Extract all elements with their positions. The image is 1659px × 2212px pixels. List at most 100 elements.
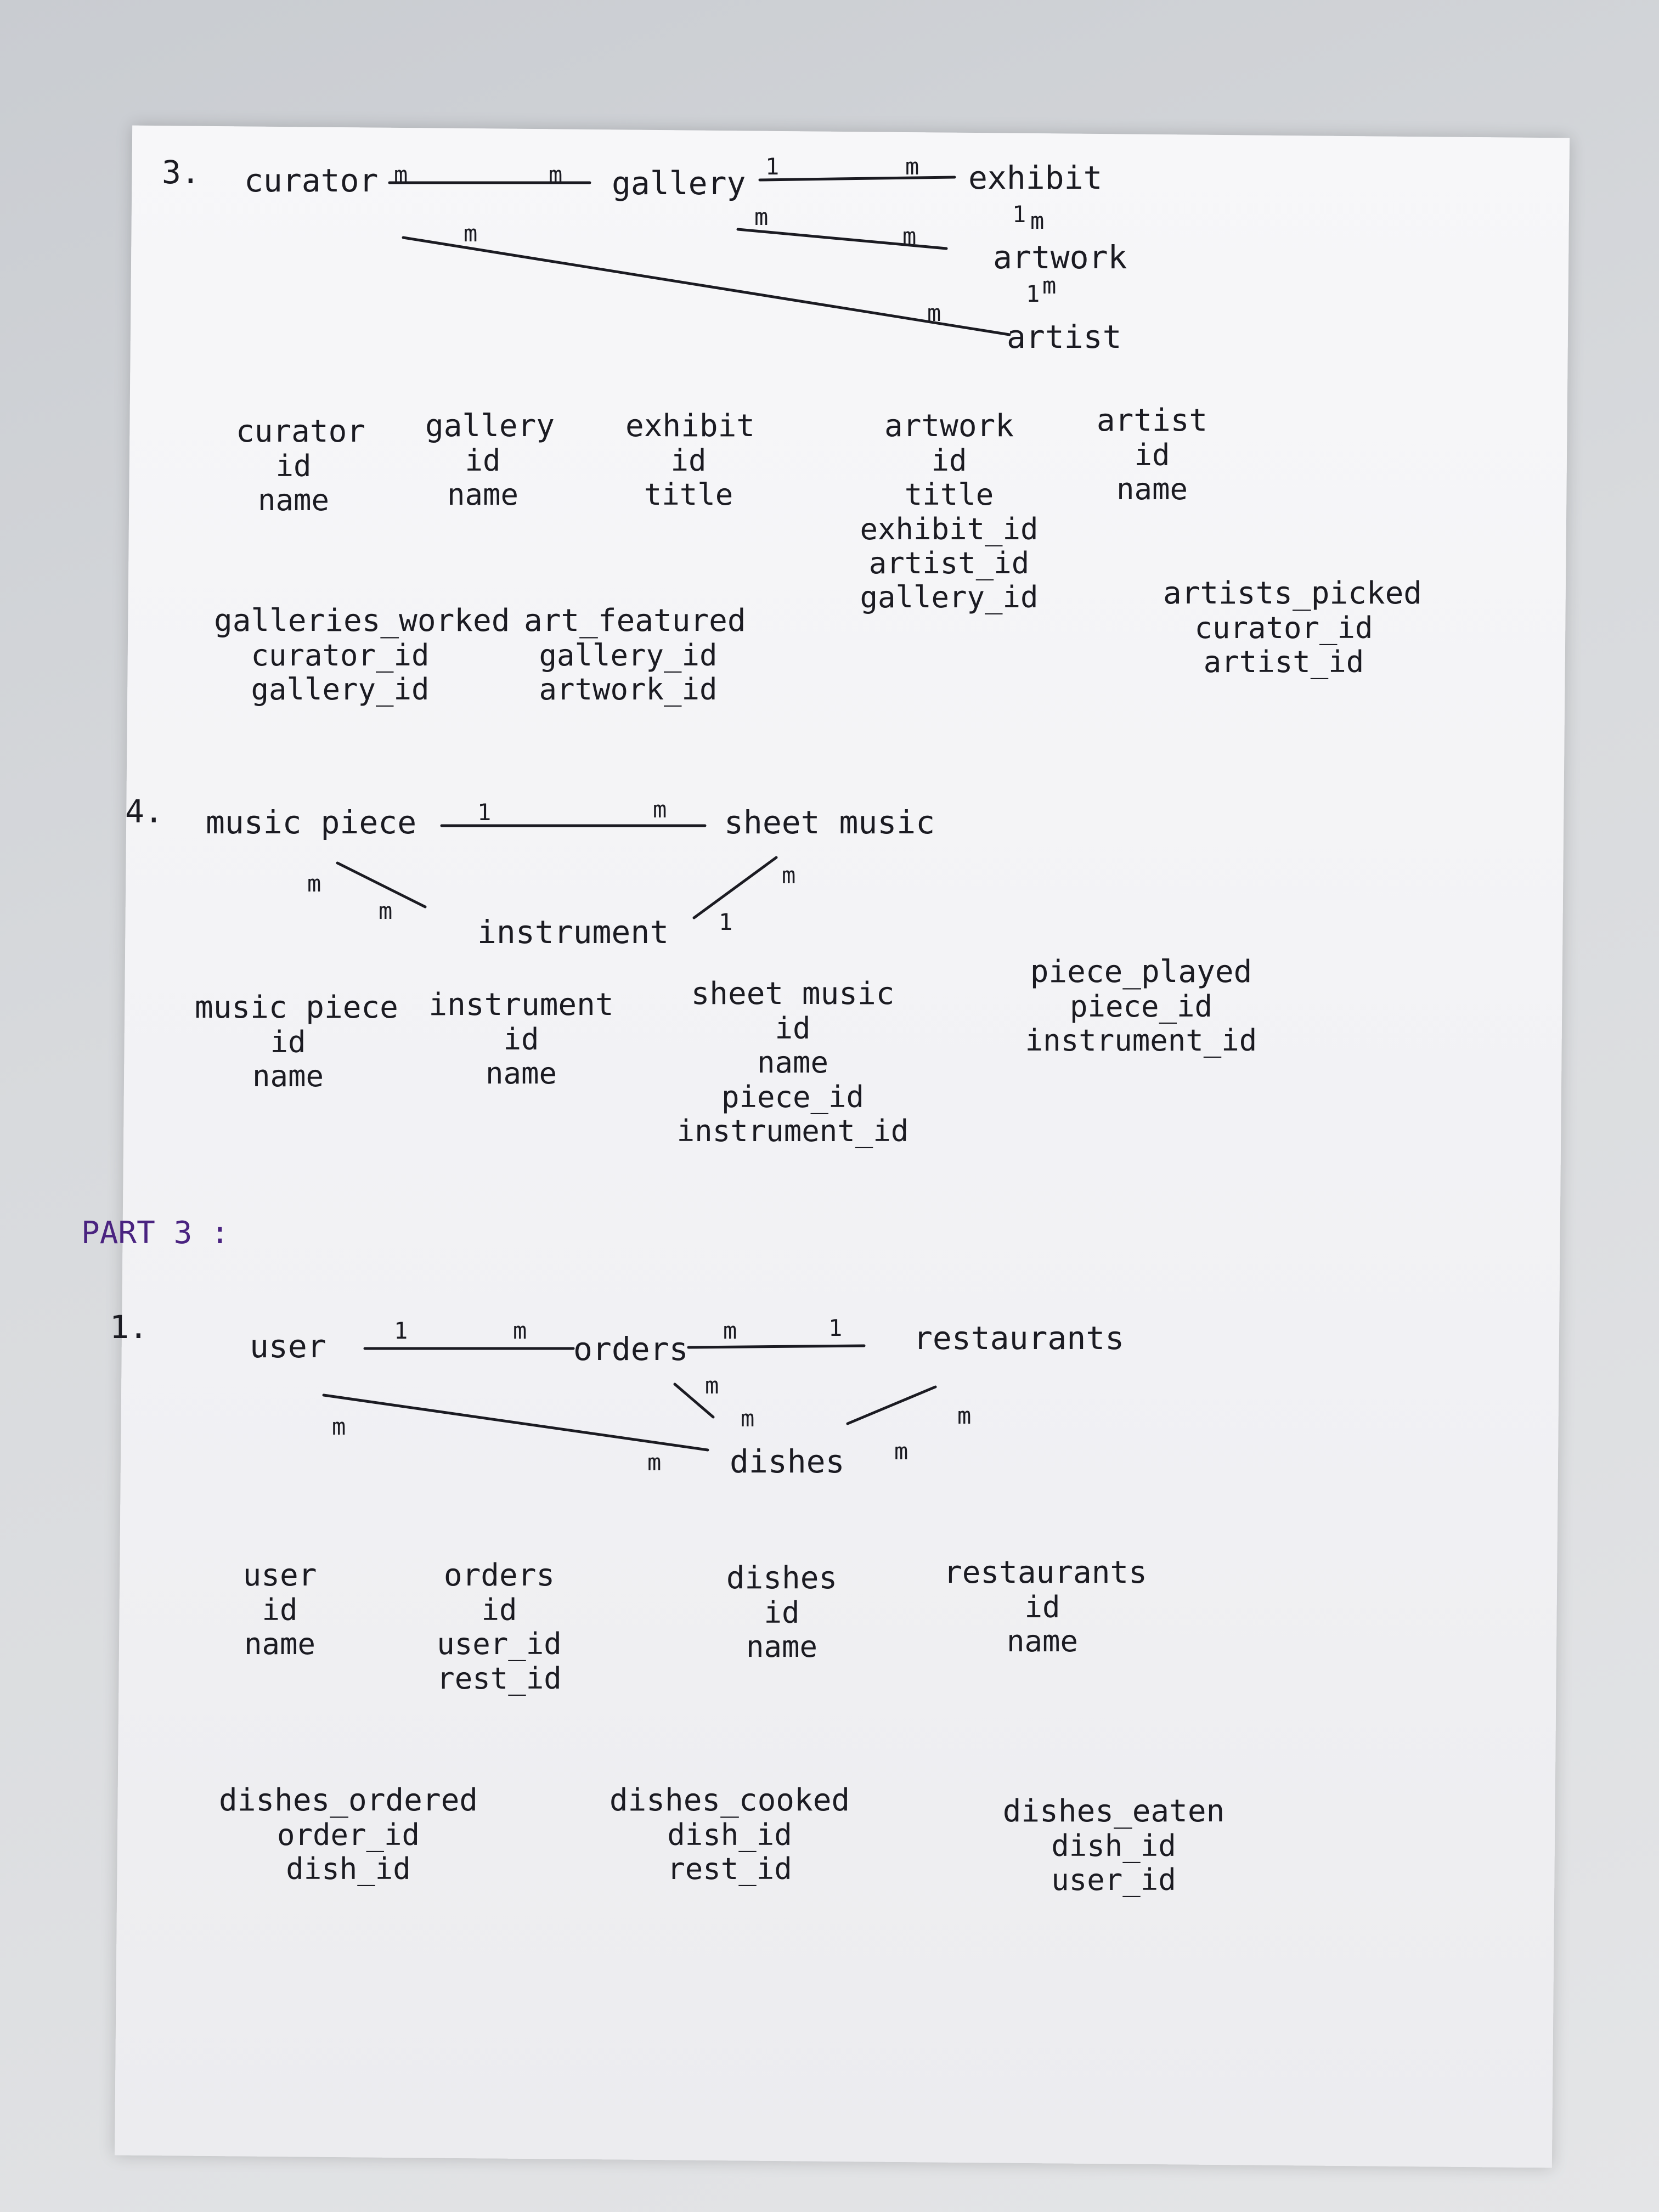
card-piece-sheet-right: m — [653, 796, 667, 823]
card-curator-artist-right: m — [927, 300, 941, 326]
table-name: curator — [236, 414, 366, 449]
table-column: dish_id — [1051, 1829, 1176, 1864]
part-heading: PART 3 : — [81, 1215, 229, 1251]
table-column: id — [764, 1595, 800, 1630]
line-restaurants-dishes — [846, 1385, 937, 1425]
table-column: id — [503, 1022, 539, 1057]
table-column: id — [670, 443, 707, 478]
table-name: instrument — [428, 987, 614, 1023]
table-column: id — [465, 443, 501, 478]
question-number-3: 3. — [162, 154, 200, 191]
table-column: piece_id — [721, 1079, 865, 1114]
entity-artist: artist — [1007, 318, 1122, 356]
table-gallery: gallery id name — [425, 408, 555, 512]
table-column: user_id — [1051, 1863, 1176, 1898]
table-name: music piece — [195, 990, 398, 1025]
card-curator-gallery-right: m — [549, 161, 563, 188]
table-name: restaurants — [944, 1555, 1147, 1590]
table-name: piece_played — [1030, 954, 1252, 990]
table-user: user id name — [219, 1558, 340, 1662]
table-column: name — [257, 483, 330, 518]
table-column: dish_id — [667, 1818, 792, 1853]
line-piece-instrument — [336, 861, 427, 909]
card-piece-instrument-top: m — [307, 870, 321, 897]
table-column: dish_id — [286, 1852, 411, 1887]
table-column: id — [270, 1025, 306, 1060]
card-sheet-instrument-top: m — [782, 862, 796, 889]
line-sheet-instrument — [692, 856, 778, 919]
table-name: exhibit — [625, 408, 755, 444]
table-dishes: dishes id name — [716, 1560, 848, 1664]
table-name: gallery — [425, 408, 555, 444]
table-column: id — [481, 1593, 517, 1628]
table-column: id — [775, 1011, 811, 1046]
table-column: piece_id — [1069, 989, 1213, 1024]
table-name: artists_picked — [1163, 575, 1423, 611]
table-name: user — [242, 1558, 317, 1593]
line-gallery-artwork — [736, 228, 948, 250]
entity-orders: orders — [573, 1330, 689, 1368]
table-curator: curator id name — [236, 414, 366, 518]
entity-gallery: gallery — [612, 165, 746, 202]
entity-artwork: artwork — [993, 239, 1127, 276]
entity-user: user — [250, 1328, 326, 1365]
card-gallery-artwork-right: m — [902, 223, 917, 250]
card-restaurants-dishes-top: m — [957, 1402, 972, 1429]
table-artwork: artwork id title exhibit_id artist_id ga… — [859, 408, 1040, 614]
table-name: galleries_worked — [214, 603, 510, 639]
card-artwork-artist-top: 1 — [1026, 280, 1040, 307]
table-column: gallery_id — [539, 638, 718, 673]
table-column: id — [1134, 438, 1170, 473]
entity-curator: curator — [244, 162, 379, 199]
table-column: order_id — [276, 1818, 420, 1853]
card-artwork-artist-bottom: m — [1042, 272, 1057, 299]
table-column: instrument_id — [1025, 1023, 1257, 1058]
table-column: name — [252, 1059, 324, 1094]
table-name: dishes_ordered — [218, 1782, 478, 1818]
table-galleries-worked: galleries_worked curator_id gallery_id — [214, 603, 510, 707]
table-sheet-music: sheet music id name piece_id instrument_… — [672, 976, 913, 1148]
table-dishes-ordered: dishes_ordered order_id dish_id — [206, 1782, 491, 1887]
card-curator-artist-left: m — [464, 220, 478, 247]
line-gallery-exhibit — [758, 176, 956, 182]
card-orders-restaurants-left: m — [723, 1317, 737, 1344]
table-column: title — [904, 477, 994, 512]
card-gallery-artwork-left: m — [754, 204, 769, 230]
table-column: curator_id — [251, 638, 430, 673]
table-name: orders — [443, 1558, 555, 1593]
card-gallery-exhibit-left: 1 — [765, 153, 780, 180]
table-column: id — [931, 443, 967, 478]
table-exhibit: exhibit id title — [625, 408, 755, 512]
table-column: instrument_id — [676, 1113, 909, 1148]
table-column: artist_id — [1203, 645, 1364, 680]
table-column: name — [746, 1629, 818, 1664]
table-column: artwork_id — [539, 672, 718, 707]
card-restaurants-dishes-bottom: m — [894, 1438, 909, 1465]
card-user-orders-right: m — [513, 1317, 527, 1344]
table-column: id — [1024, 1590, 1060, 1625]
table-column: name — [1116, 472, 1188, 507]
table-artist: artist id name — [1092, 403, 1212, 507]
entity-dishes: dishes — [730, 1443, 845, 1480]
entity-exhibit: exhibit — [968, 159, 1103, 196]
card-orders-dishes-bottom: m — [741, 1405, 755, 1432]
table-music-piece: music piece id name — [195, 990, 398, 1094]
table-name: art_featured — [524, 603, 746, 639]
card-gallery-exhibit-right: m — [905, 153, 919, 180]
table-name: sheet music — [691, 976, 895, 1012]
question-number-4: 4. — [125, 793, 163, 830]
table-column: name — [757, 1045, 829, 1080]
line-orders-restaurants — [687, 1344, 866, 1349]
card-exhibit-artwork-top: 1 — [1012, 201, 1026, 228]
table-column: curator_id — [1194, 611, 1373, 646]
table-column: artist_id — [868, 545, 1030, 580]
line-orders-dishes — [673, 1383, 715, 1419]
line-user-dishes — [322, 1393, 709, 1452]
table-column: rest_id — [667, 1852, 792, 1887]
card-orders-restaurants-right: 1 — [828, 1314, 843, 1341]
question-number-1: 1. — [110, 1308, 148, 1346]
table-dishes-cooked: dishes_cooked dish_id rest_id — [598, 1782, 861, 1887]
card-user-dishes-left: m — [332, 1413, 346, 1440]
entity-instrument: instrument — [477, 913, 669, 951]
table-dishes-eaten: dishes_eaten dish_id user_id — [982, 1793, 1245, 1898]
